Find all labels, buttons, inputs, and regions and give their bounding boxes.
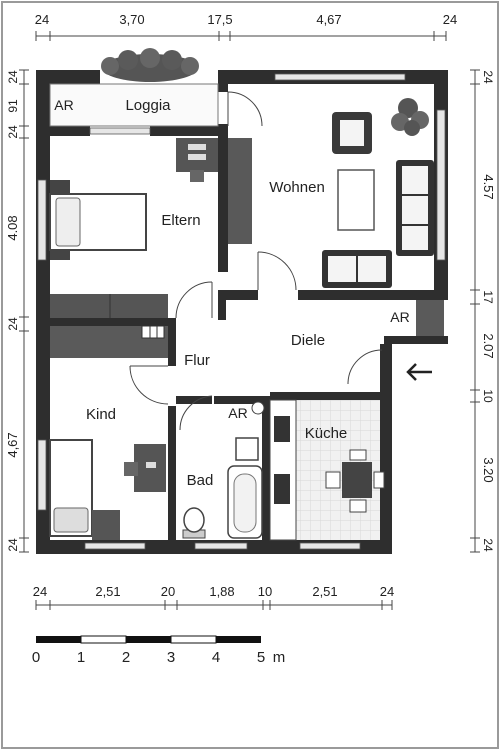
room-label-kueche: Küche bbox=[305, 425, 348, 442]
dim-left-4: 4.08 bbox=[5, 215, 20, 240]
desk-icon bbox=[176, 138, 218, 182]
dim-left-3: 24 bbox=[6, 125, 20, 139]
cabinet bbox=[228, 138, 252, 244]
scale-label-3: 3 bbox=[167, 649, 175, 666]
sofa-icon bbox=[396, 160, 434, 256]
plant-icon bbox=[391, 98, 429, 136]
dim-bottom-1: 24 bbox=[33, 584, 47, 599]
dim-bottom-2: 2,51 bbox=[95, 584, 120, 599]
dining-table-icon bbox=[325, 449, 385, 513]
bed-icon bbox=[49, 180, 147, 260]
sink-icon bbox=[235, 437, 259, 461]
dim-right-2: 4.57 bbox=[481, 174, 496, 199]
dim-top-4: 4,67 bbox=[316, 12, 341, 27]
scale-label-4: 4 bbox=[212, 649, 220, 666]
dim-top-2: 3,70 bbox=[119, 12, 144, 27]
socket-icon bbox=[141, 325, 165, 339]
room-label-flur: Flur bbox=[184, 352, 210, 369]
dim-left-6: 4,67 bbox=[5, 432, 20, 457]
room-label-ar-loggia: AR bbox=[54, 97, 73, 113]
dim-right-1: 24 bbox=[481, 70, 495, 84]
room-label-eltern: Eltern bbox=[161, 212, 200, 229]
room-label-ar-right: AR bbox=[390, 309, 409, 325]
dim-bottom-5: 10 bbox=[258, 584, 272, 599]
dim-top-1: 24 bbox=[35, 12, 49, 27]
room-label-bad: Bad bbox=[187, 472, 214, 489]
dim-left-5: 24 bbox=[6, 317, 20, 331]
room-label-loggia: Loggia bbox=[125, 97, 171, 114]
boiler-icon bbox=[251, 401, 265, 415]
windows bbox=[37, 73, 446, 550]
child-bed-icon bbox=[49, 439, 120, 540]
child-desk-icon bbox=[124, 444, 166, 492]
room-label-diele: Diele bbox=[291, 332, 325, 349]
loveseat-icon bbox=[322, 250, 392, 288]
armchair-icon bbox=[332, 112, 372, 154]
dim-right-5: 10 bbox=[481, 389, 495, 403]
kitchen-counter bbox=[269, 399, 297, 541]
room-label-wohnen: Wohnen bbox=[269, 179, 325, 196]
dim-bottom-6: 2,51 bbox=[312, 584, 337, 599]
dim-left-2: 91 bbox=[6, 99, 20, 113]
doors bbox=[129, 91, 383, 431]
loggia-area bbox=[49, 83, 219, 127]
dimension-left bbox=[19, 69, 29, 553]
dimension-right bbox=[470, 69, 480, 553]
dim-right-6: 3.20 bbox=[481, 457, 496, 482]
scale-bar bbox=[36, 635, 261, 644]
scale-label-5: 5 bbox=[257, 649, 265, 666]
scale-label-0: 0 bbox=[32, 649, 40, 666]
dim-bottom-3: 20 bbox=[161, 584, 175, 599]
dim-right-3: 17 bbox=[481, 290, 495, 304]
room-label-ar-bad: AR bbox=[228, 405, 247, 421]
entrance-arrow-icon bbox=[406, 363, 432, 381]
dim-right-4: 2.07 bbox=[481, 333, 496, 358]
dim-left-7: 24 bbox=[6, 538, 20, 552]
dim-top-5: 24 bbox=[443, 12, 457, 27]
wardrobe bbox=[50, 294, 168, 318]
toilet-icon bbox=[182, 507, 206, 539]
coffee-table bbox=[337, 169, 375, 231]
plant-box-icon bbox=[101, 48, 199, 82]
dim-right-7: 24 bbox=[481, 538, 495, 552]
scale-unit: m bbox=[273, 649, 286, 666]
dim-bottom-4: 1,88 bbox=[209, 584, 234, 599]
dim-bottom-7: 24 bbox=[380, 584, 394, 599]
dim-top-3: 17,5 bbox=[207, 12, 232, 27]
scale-label-1: 1 bbox=[77, 649, 85, 666]
room-label-kind: Kind bbox=[86, 406, 116, 423]
dim-left-1: 24 bbox=[6, 70, 20, 84]
dimension-top bbox=[35, 31, 447, 41]
bathtub-icon bbox=[227, 465, 263, 539]
scale-label-2: 2 bbox=[122, 649, 130, 666]
dimension-bottom bbox=[35, 600, 393, 610]
